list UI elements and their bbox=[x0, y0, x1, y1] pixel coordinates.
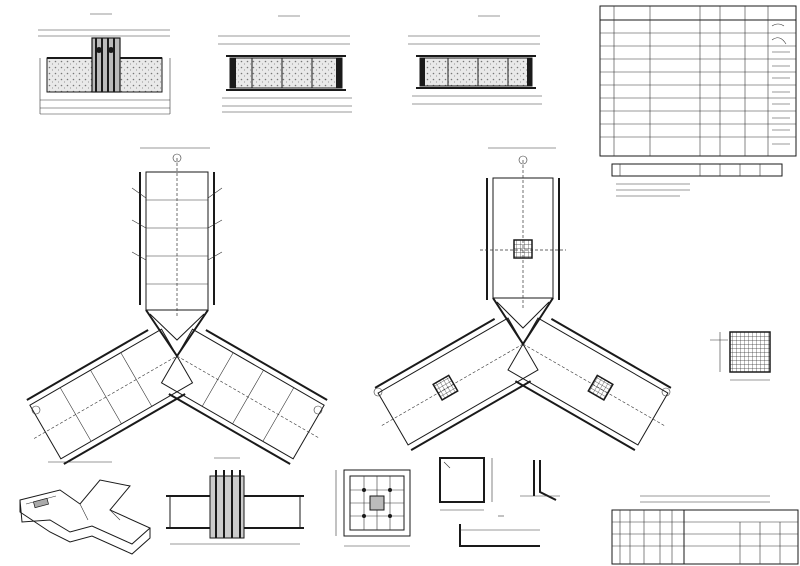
axonometric-view bbox=[19, 461, 151, 555]
mesh-detail bbox=[710, 331, 771, 381]
section-view-3 bbox=[408, 15, 542, 105]
plan-view-left bbox=[26, 147, 328, 465]
specification-table bbox=[599, 5, 797, 157]
straight-bar-detail bbox=[459, 515, 540, 547]
bent-bar-detail bbox=[520, 460, 560, 501]
stirrup-detail bbox=[439, 457, 493, 511]
column-section-detail bbox=[166, 457, 304, 545]
grid-plan-detail bbox=[335, 469, 411, 547]
notes-table bbox=[611, 163, 783, 197]
title-block bbox=[611, 495, 799, 565]
section-view-2 bbox=[218, 15, 352, 113]
plan-view-right bbox=[373, 147, 672, 452]
section-view-1 bbox=[38, 13, 171, 115]
